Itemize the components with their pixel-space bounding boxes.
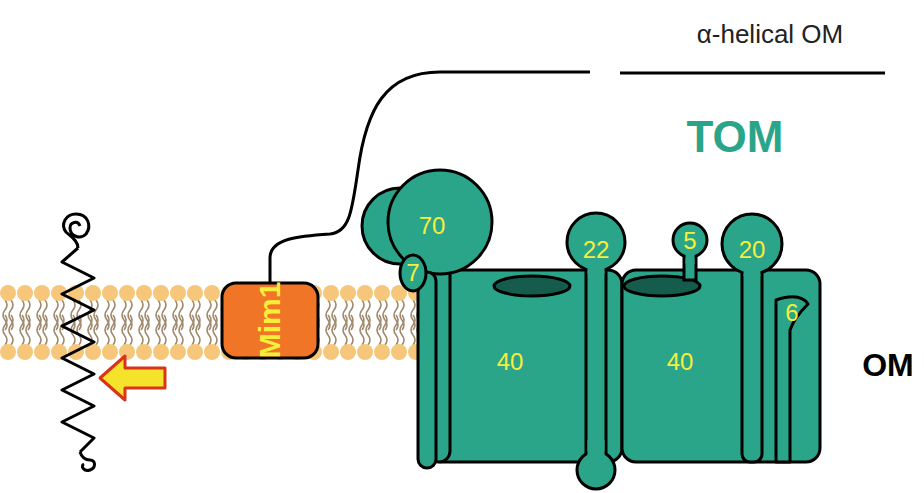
heading-rule [620, 72, 885, 75]
protein-end-spiral [80, 452, 95, 470]
tom7-subunit-outline [396, 252, 441, 472]
mim1-box: Mim1 [218, 279, 322, 362]
insertion-arrow [100, 356, 165, 400]
tom5-subunit: 5 [668, 218, 712, 288]
subunit-number: 22 [583, 238, 610, 262]
heading-label: α-helical OM [697, 21, 844, 47]
protein-end-spiral [64, 214, 89, 248]
subunit-number: 40 [667, 350, 694, 374]
subunit-number: 40 [497, 350, 524, 374]
subunit-number: 5 [683, 229, 696, 253]
complex-name: TOM [687, 115, 784, 159]
subunit-number: 70 [419, 214, 446, 238]
import-route-line [270, 72, 590, 283]
tom22-subunit: 22 [560, 205, 635, 493]
subunit-number: 7 [406, 261, 419, 285]
tom7-subunit: 7 [396, 252, 441, 472]
unfolded-protein-spring [62, 248, 94, 452]
subunit-number: 20 [739, 238, 766, 262]
subunit-number: 6 [785, 301, 798, 325]
membrane-label: OM [862, 349, 914, 381]
protein-name: Mim1 [255, 282, 285, 359]
tom6-subunit: 6 [770, 292, 810, 464]
